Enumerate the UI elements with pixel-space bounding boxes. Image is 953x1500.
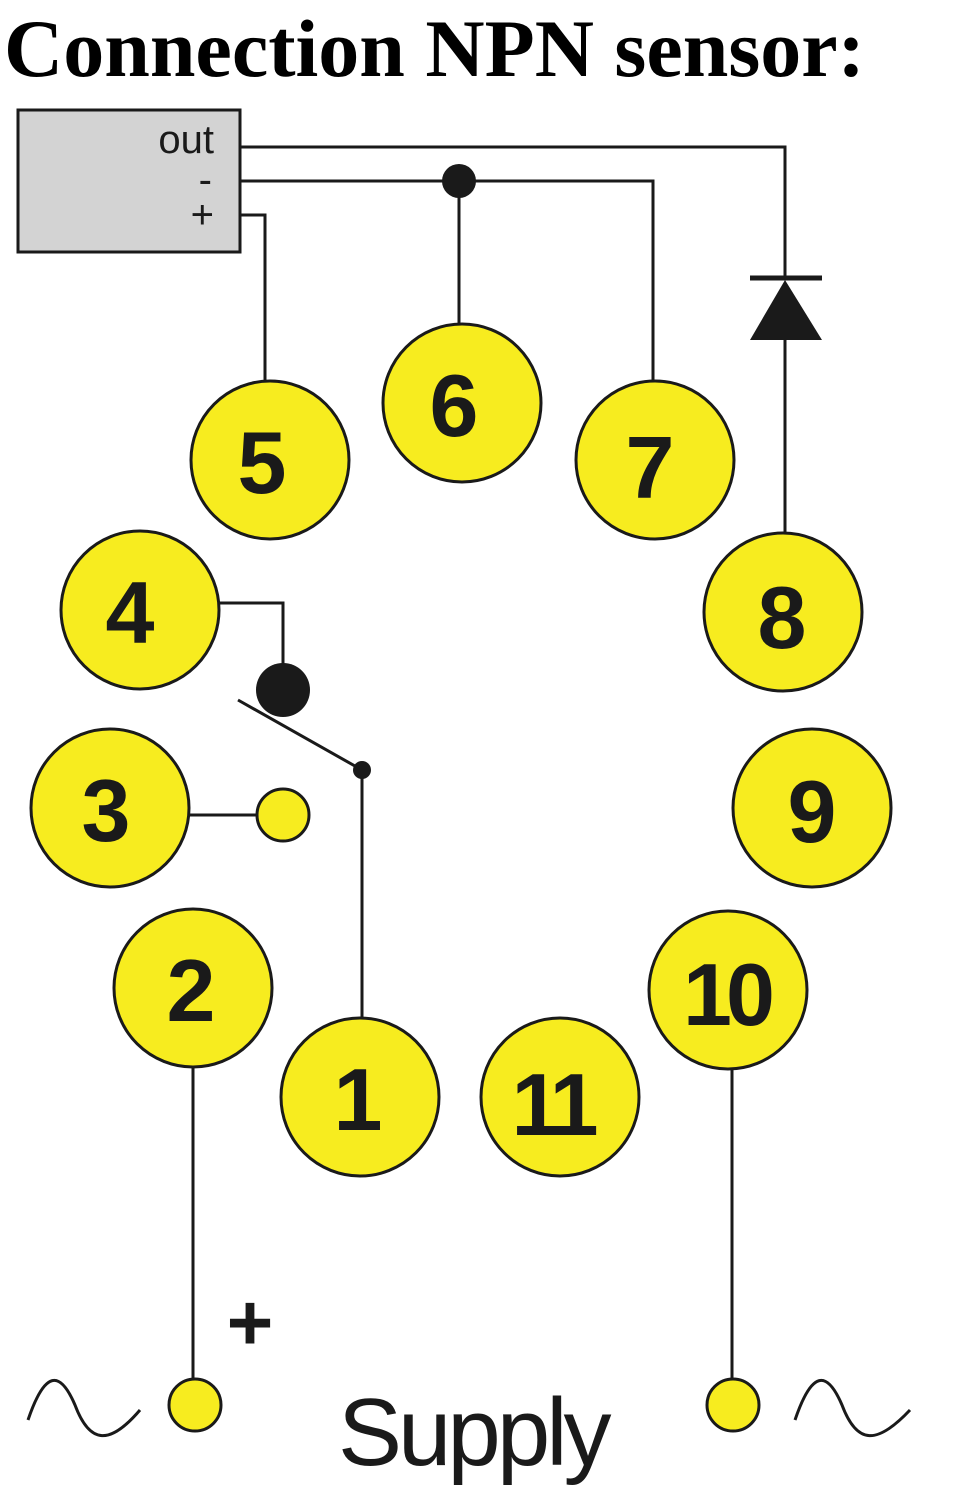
- pin-8: 8: [702, 531, 864, 693]
- pin-1: 1: [279, 1016, 441, 1178]
- sensor-plus-label: +: [191, 193, 214, 237]
- svg-text:5: 5: [238, 413, 287, 512]
- diagram-title: Connection NPN sensor:: [4, 3, 865, 94]
- switch-contact-dot: [256, 663, 310, 717]
- diode-icon: [750, 275, 822, 340]
- svg-text:8: 8: [758, 568, 807, 667]
- sensor-box: out - +: [16, 108, 242, 254]
- pin-4: 4: [59, 529, 221, 691]
- supply-label: Supply: [338, 1379, 612, 1486]
- svg-text:7: 7: [626, 418, 675, 517]
- svg-text:11: 11: [511, 1055, 596, 1154]
- svg-text:6: 6: [430, 356, 479, 455]
- sensor-out-label: out: [158, 118, 214, 162]
- sensor-minus-label: -: [199, 158, 212, 202]
- supply-plus-label: +: [227, 1278, 274, 1367]
- supply-terminal-left: [167, 1377, 223, 1433]
- supply-terminal-right: [705, 1377, 761, 1433]
- pin-9: 9: [731, 727, 893, 889]
- svg-text:9: 9: [788, 762, 837, 861]
- junction-dot: [442, 164, 476, 198]
- svg-text:2: 2: [167, 941, 216, 1040]
- switch-open-contact: [255, 787, 311, 843]
- pin-6: 6: [381, 322, 543, 484]
- pin-7: 7: [574, 379, 736, 541]
- pin-11: 11: [479, 1016, 641, 1178]
- pin-10: 10: [647, 909, 809, 1071]
- pin-5: 5: [189, 379, 351, 541]
- switch-pivot-dot: [353, 761, 371, 779]
- svg-text:1: 1: [334, 1050, 383, 1149]
- svg-text:4: 4: [106, 563, 155, 662]
- svg-text:10: 10: [683, 945, 772, 1044]
- ac-sine-left-icon: [26, 1378, 142, 1438]
- ac-sine-right-icon: [793, 1378, 912, 1438]
- pin-3: 3: [29, 727, 191, 889]
- pin-2: 2: [112, 907, 274, 1069]
- svg-text:3: 3: [82, 761, 131, 860]
